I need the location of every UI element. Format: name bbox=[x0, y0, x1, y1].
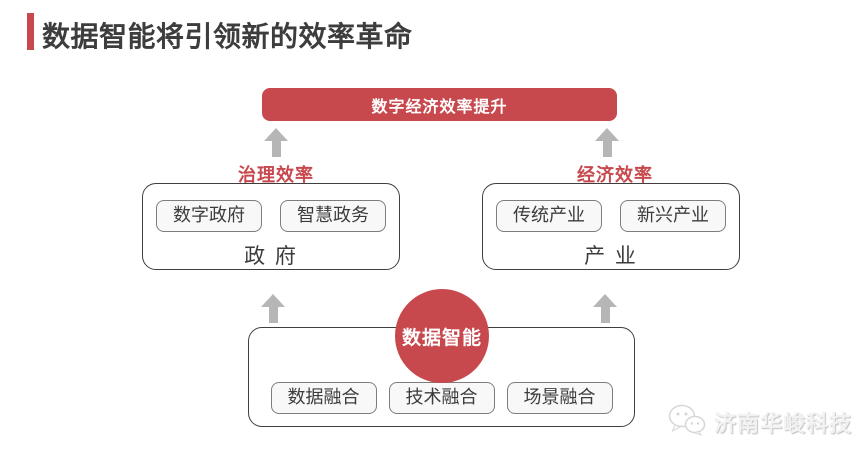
arrow-head bbox=[593, 294, 617, 307]
government-chip-row: 数字政府 智慧政务 bbox=[156, 200, 386, 232]
data-intelligence-circle: 数据智能 bbox=[395, 289, 489, 383]
economic-efficiency-label: 经济效率 bbox=[577, 165, 653, 185]
chip-traditional-industry: 传统产业 bbox=[496, 200, 602, 232]
industry-box: 传统产业 新兴产业 产 业 bbox=[482, 183, 740, 270]
page-title: 数据智能将引领新的效率革命 bbox=[42, 21, 413, 52]
governance-efficiency-label: 治理效率 bbox=[238, 165, 314, 185]
government-label: 政 府 bbox=[244, 245, 298, 268]
top-result-box: 数字经济效率提升 bbox=[262, 88, 617, 121]
fusion-chip-row: 数据融合 技术融合 场景融合 bbox=[249, 382, 634, 414]
chip-digital-government: 数字政府 bbox=[156, 200, 262, 232]
arrow-head bbox=[261, 294, 285, 307]
watermark: 济南华峻科技 bbox=[668, 403, 852, 441]
chip-technology-fusion: 技术融合 bbox=[388, 382, 495, 414]
title-accent-bar bbox=[27, 13, 34, 50]
wechat-icon bbox=[668, 403, 706, 441]
chip-scenario-fusion: 场景融合 bbox=[506, 382, 613, 414]
chip-emerging-industry: 新兴产业 bbox=[620, 200, 726, 232]
industry-chip-row: 传统产业 新兴产业 bbox=[496, 200, 726, 232]
arrow-shaft bbox=[600, 307, 610, 323]
arrow-up-icon bbox=[264, 128, 288, 157]
industry-label: 产 业 bbox=[584, 245, 638, 268]
arrow-head bbox=[264, 128, 288, 141]
chip-data-fusion: 数据融合 bbox=[270, 382, 377, 414]
arrow-up-icon bbox=[261, 294, 285, 323]
chip-smart-government-affairs: 智慧政务 bbox=[280, 200, 386, 232]
arrow-up-icon bbox=[595, 128, 619, 157]
arrow-shaft bbox=[268, 307, 278, 323]
arrow-shaft bbox=[271, 141, 281, 157]
watermark-text: 济南华峻科技 bbox=[714, 411, 853, 436]
arrow-head bbox=[595, 128, 619, 141]
government-box: 数字政府 智慧政务 政 府 bbox=[142, 183, 400, 270]
arrow-shaft bbox=[602, 141, 612, 157]
arrow-up-icon bbox=[593, 294, 617, 323]
